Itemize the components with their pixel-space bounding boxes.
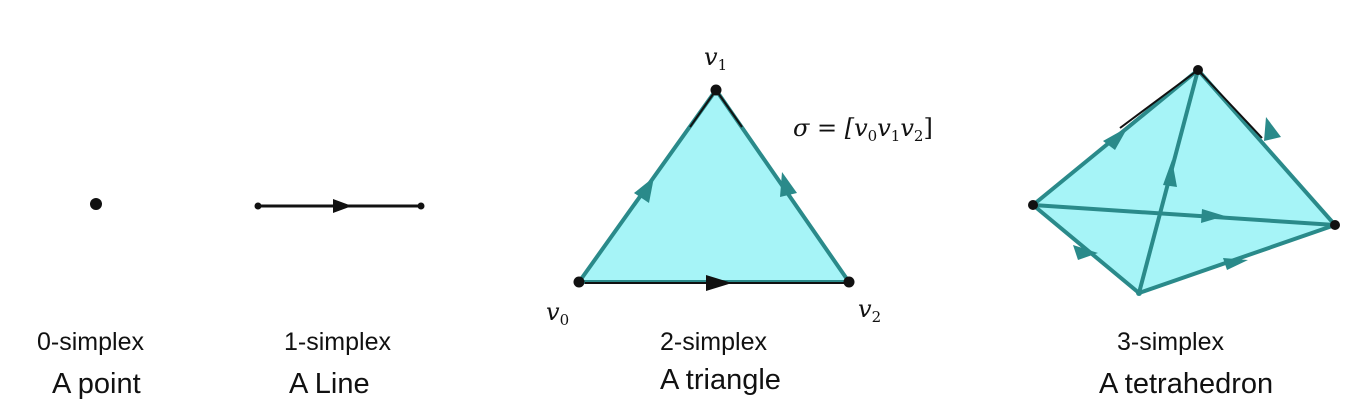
tetrahedron-simplex [1028, 65, 1340, 296]
triangle-arrow-left-icon [634, 177, 654, 203]
sigma-formula: σ = [v0v1v2] [793, 114, 933, 145]
label-v2: v2 [858, 295, 881, 326]
vertex-v1 [710, 84, 722, 96]
vertex-v2 [843, 276, 855, 288]
label-v0: v0 [546, 298, 569, 329]
panel-3-name: A tetrahedron [1099, 368, 1274, 400]
line-arrow-icon [333, 199, 352, 213]
line-simplex [254, 199, 425, 213]
panel-2-name: A triangle [660, 364, 781, 396]
tetra-arrow-middle-icon [1201, 209, 1225, 223]
vertex-v0 [573, 276, 585, 288]
panel-0-name: A point [52, 368, 141, 400]
label-v1: v1 [704, 43, 727, 74]
panel-1-name: A Line [289, 368, 370, 400]
triangle-arrow-right-icon [780, 172, 797, 197]
triangle-arrow-bottom-icon [706, 275, 732, 291]
tetra-arrow-upper-left-icon [1103, 127, 1128, 150]
tetra-arrow-upper-right-icon [1264, 117, 1281, 141]
tetra-arrow-center-icon [1163, 160, 1177, 187]
point-vertex [90, 198, 102, 210]
triangle-simplex: v1 v0 v2 σ = [v0v1v2] [546, 43, 933, 329]
tetra-arrow-lower-right-icon [1223, 258, 1248, 270]
panel-2-label: 2-simplex [660, 328, 767, 356]
panel-1-label: 1-simplex [284, 328, 391, 356]
panel-3-label: 3-simplex [1117, 328, 1224, 356]
panel-0-label: 0-simplex [37, 328, 144, 356]
tetra-arrow-lower-left-icon [1073, 245, 1098, 260]
